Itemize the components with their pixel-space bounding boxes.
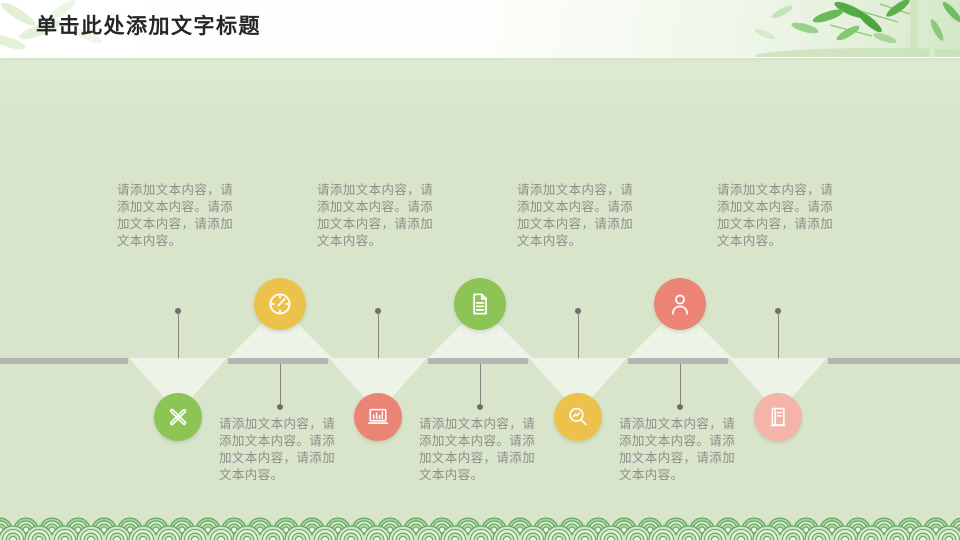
bamboo-leaves-icon [730,0,960,57]
timeline-bar [428,358,528,364]
timeline-bar [628,358,728,364]
connector-dot [175,308,181,314]
step-circle [654,278,706,330]
connector-dot [575,308,581,314]
step-circle [554,393,602,441]
connector-line [178,314,179,359]
connector-dot [277,404,283,410]
connector-dot [477,404,483,410]
person-icon [671,294,689,315]
document-icon [473,293,487,315]
step-text-placeholder[interactable]: 请添加文本内容，请添加文本内容。请添加文本内容，请添加文本内容。 [717,182,834,248]
timeline-diagram: 请添加文本内容，请添加文本内容。请添加文本内容，请添加文本内容。 请添加文本内容… [0,57,960,540]
slide-title[interactable]: 单击此处添加文字标题 [36,14,261,38]
connector-dot [775,308,781,314]
step-circle [754,393,802,441]
connector-line [378,314,379,359]
connector-line [578,314,579,359]
connector-line [280,364,281,404]
step-text-placeholder[interactable]: 请添加文本内容，请添加文本内容。请添加文本内容，请添加文本内容。 [419,416,536,482]
pencil-ruler-icon [169,408,187,426]
slide-header: 单击此处添加文字标题 [0,0,960,57]
connector-dot [375,308,381,314]
connector-line [480,364,481,404]
step-circle [454,278,506,330]
connector-dot [677,404,683,410]
step-circle [354,393,402,441]
step-text-placeholder[interactable]: 请添加文本内容，请添加文本内容。请添加文本内容，请添加文本内容。 [317,182,434,248]
pale-leaves-icon [0,0,102,50]
timeline-bar [228,358,328,364]
compass-icon [269,293,291,315]
step-text-placeholder[interactable]: 请添加文本内容，请添加文本内容。请添加文本内容，请添加文本内容。 [117,182,234,248]
timeline-bar [828,358,960,364]
step-circle [154,393,202,441]
step-text-placeholder[interactable]: 请添加文本内容，请添加文本内容。请添加文本内容，请添加文本内容。 [619,416,736,482]
timeline-bar [0,358,128,364]
step-circle [254,278,306,330]
connector-line [778,314,779,359]
step-text-placeholder[interactable]: 请添加文本内容，请添加文本内容。请添加文本内容，请添加文本内容。 [219,416,336,482]
connector-line [680,364,681,404]
book-icon [770,407,786,427]
step-text-placeholder[interactable]: 请添加文本内容，请添加文本内容。请添加文本内容，请添加文本内容。 [517,182,634,248]
chart-board-icon [367,408,389,424]
cloud-wave-border [0,514,960,540]
magnifier-icon [569,407,587,426]
